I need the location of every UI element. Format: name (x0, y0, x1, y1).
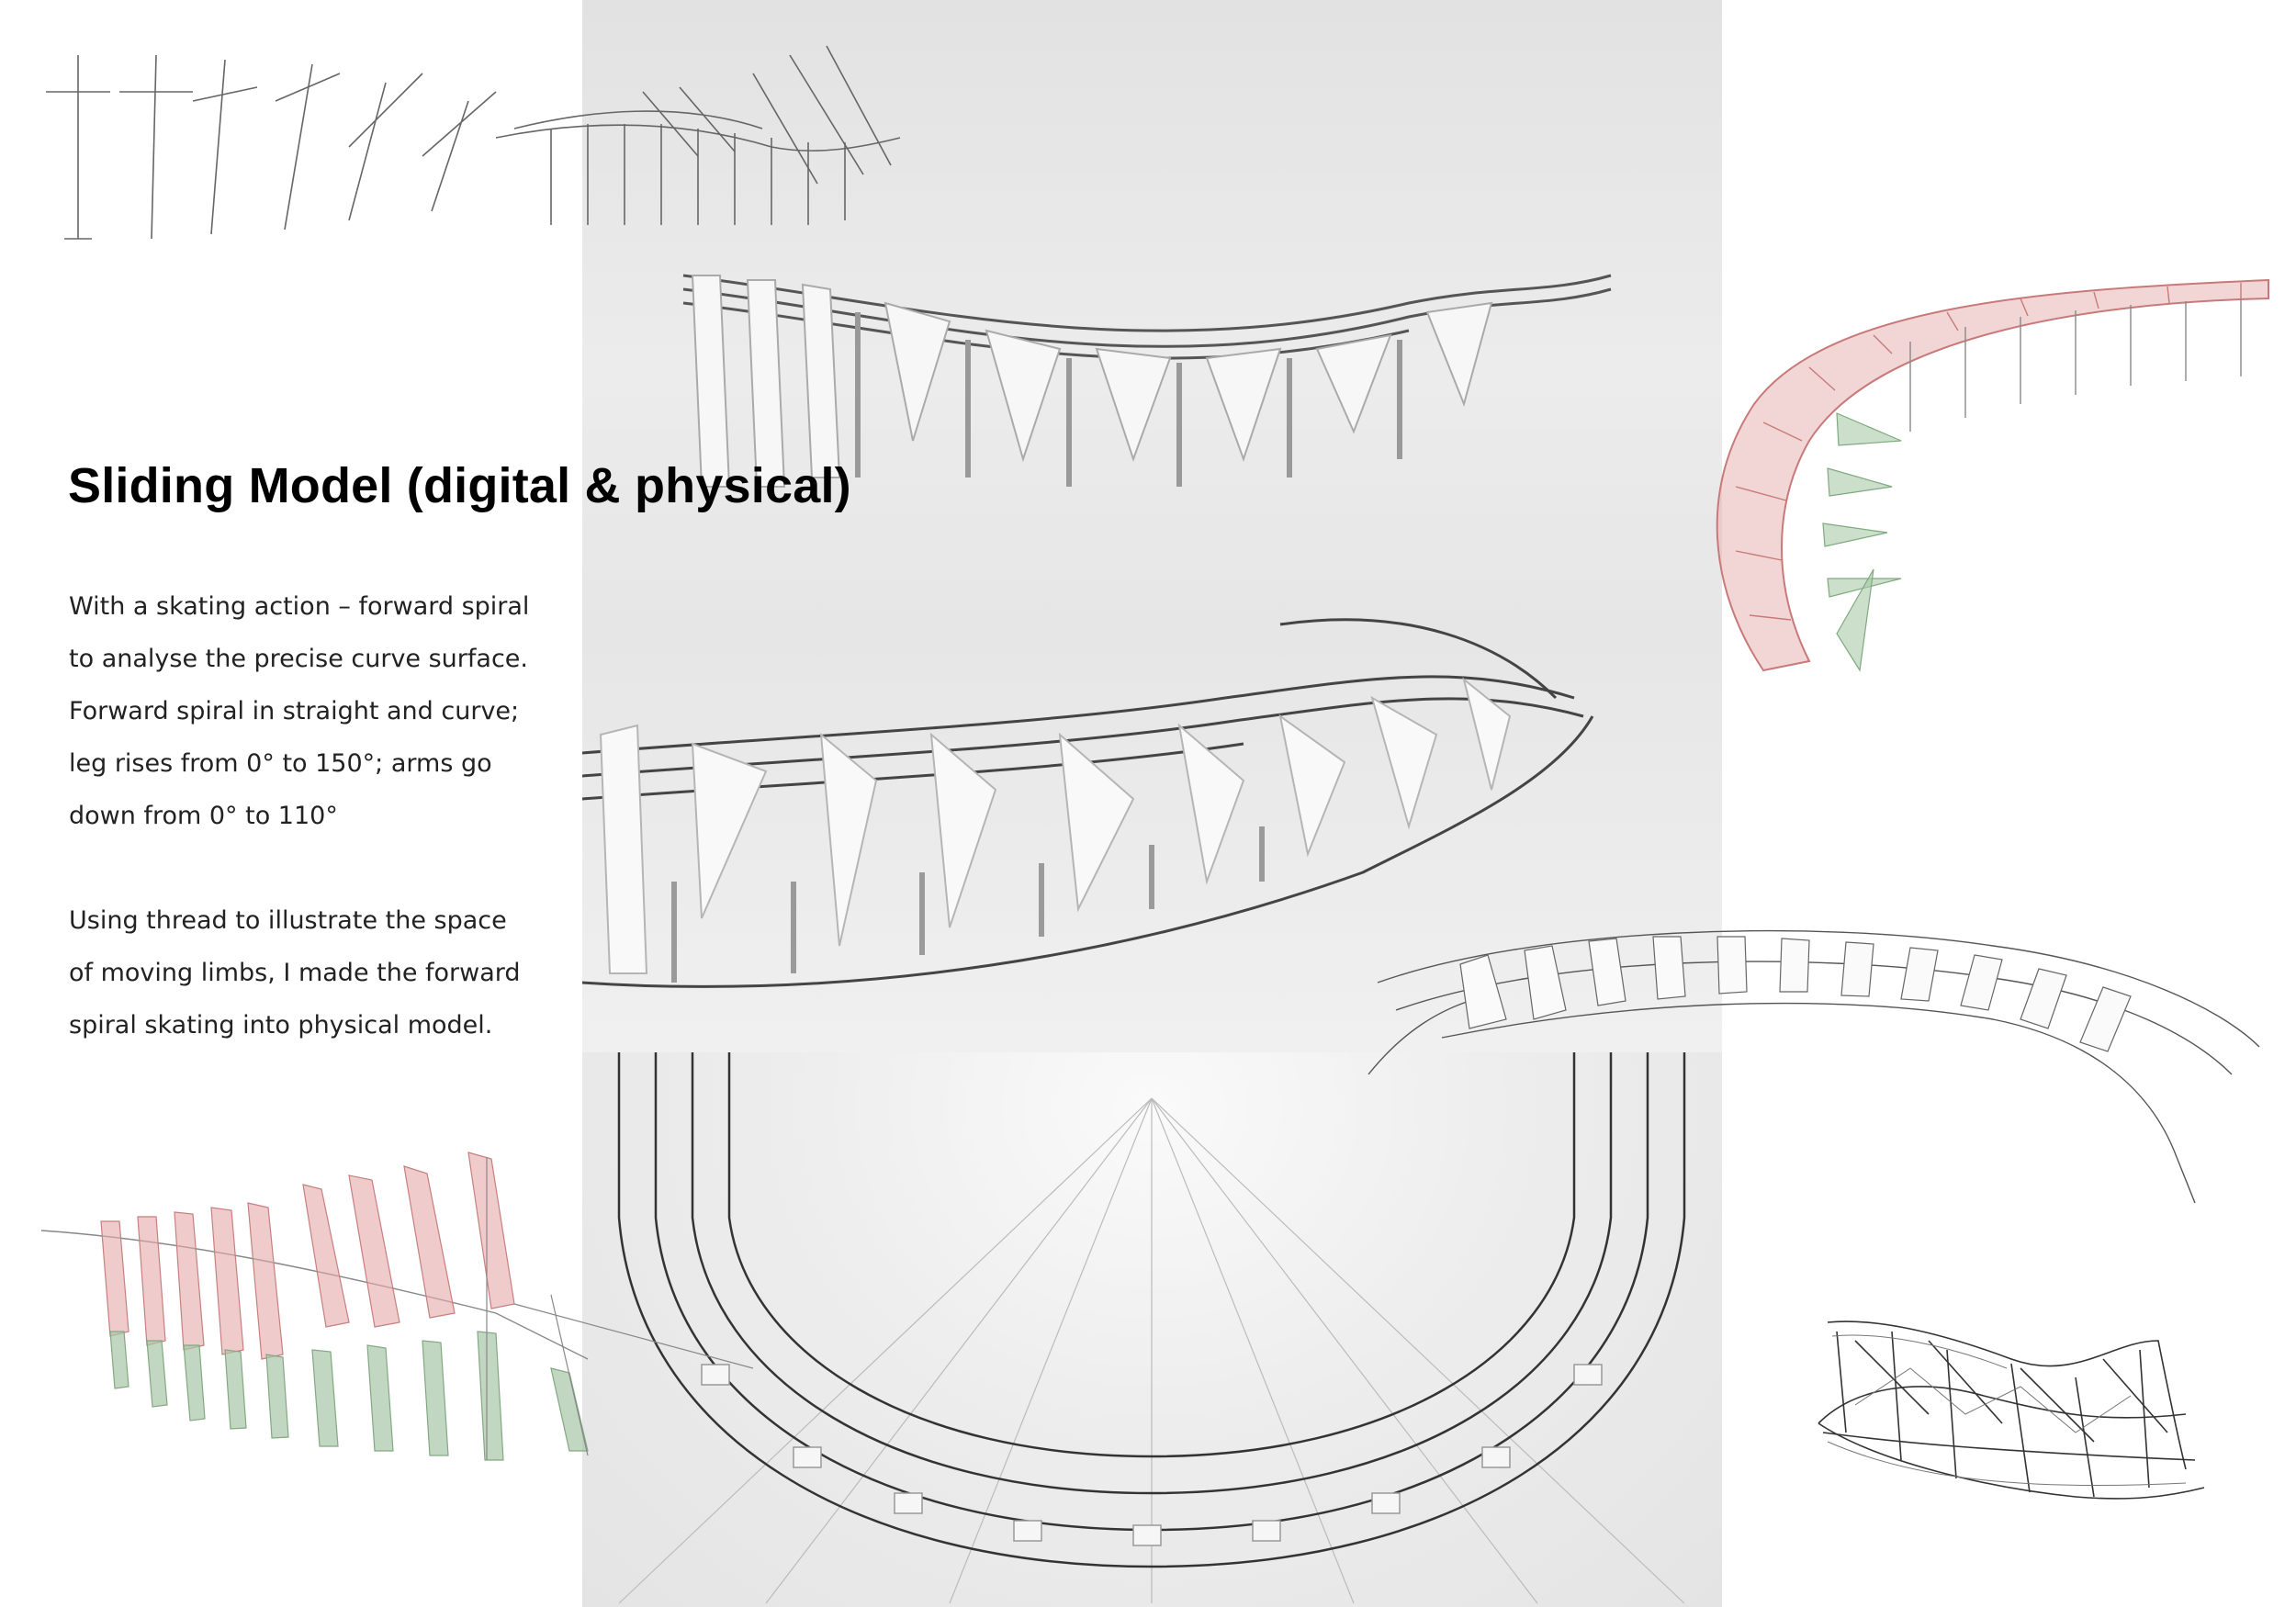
description-line: to analyse the precise curve surface. (69, 645, 528, 673)
description-paragraph-2: Using thread to illustrate the space of … (69, 894, 521, 1051)
description-line: leg rises from 0° to 150°; arms go (69, 749, 492, 778)
page-title: Sliding Model (digital & physical) (68, 458, 851, 513)
physical-model-photo-top (582, 0, 1722, 1052)
physical-model-photo-bottom (582, 1052, 1722, 1607)
description-line: Forward spiral in straight and curve; (69, 697, 520, 725)
description-line: With a skating action – forward spiral (69, 592, 530, 621)
physical-model-side-view (582, 274, 1612, 988)
hand-sketch-drawing (1800, 1313, 2213, 1515)
description-line: down from 0° to 110° (69, 802, 338, 830)
description-line: of moving limbs, I made the forward (69, 959, 521, 987)
figure-sequence-drawing (37, 37, 918, 248)
linework-arc-drawing (1350, 900, 2268, 1212)
stacked-planes-drawing (37, 1148, 753, 1469)
description-line: Using thread to illustrate the space (69, 906, 507, 935)
description-paragraph-1: With a skating action – forward spiral t… (69, 580, 529, 842)
description-line: spiral skating into physical model. (69, 1011, 493, 1039)
spiral-ribbon-drawing (1598, 266, 2278, 689)
physical-model-top-view (617, 1052, 1686, 1604)
